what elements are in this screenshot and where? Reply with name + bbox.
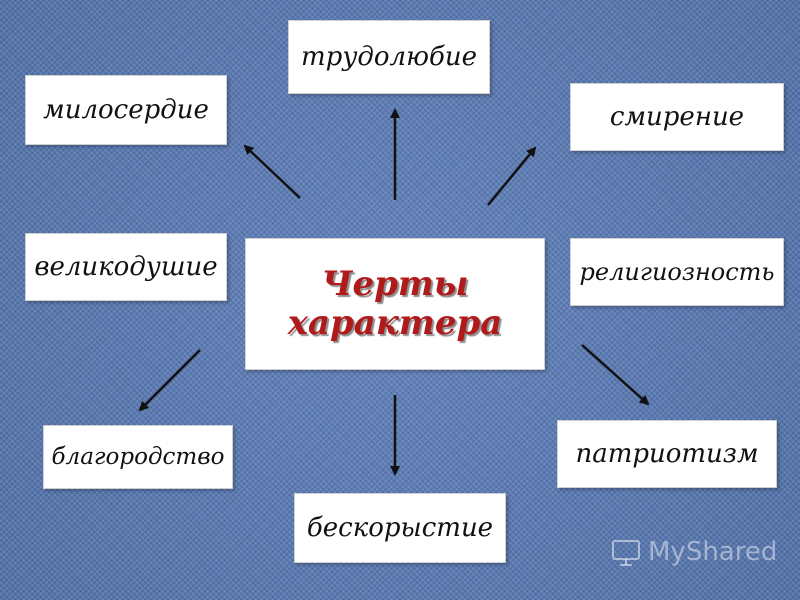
trait-box-left: великодушие bbox=[25, 233, 227, 301]
arrow-top-left bbox=[243, 144, 301, 199]
trait-label: благородство bbox=[51, 444, 225, 470]
trait-box-top: трудолюбие bbox=[288, 20, 490, 94]
arrow-bottom-left bbox=[138, 349, 201, 412]
trait-label: трудолюбие bbox=[301, 42, 477, 72]
center-title-line1: Черты bbox=[321, 263, 469, 304]
watermark: MyShared bbox=[610, 536, 777, 568]
center-box: Черты характера bbox=[245, 238, 545, 370]
trait-box-bottom-left: благородство bbox=[43, 425, 233, 489]
trait-label: смирение bbox=[609, 102, 745, 132]
trait-label: патриотизм bbox=[575, 439, 759, 469]
trait-box-top-right: смирение bbox=[570, 83, 784, 151]
arrow-top-right bbox=[487, 146, 537, 206]
trait-label: религиозность bbox=[579, 258, 775, 286]
presentation-icon bbox=[612, 540, 640, 566]
arrow-bottom-right bbox=[581, 344, 650, 406]
trait-label: бескорыстие bbox=[306, 513, 494, 543]
center-title-line2: характера bbox=[287, 303, 503, 343]
trait-box-bottom: бескорыстие bbox=[294, 493, 506, 563]
trait-box-bottom-right: патриотизм bbox=[557, 420, 777, 488]
trait-box-right: религиозность bbox=[570, 238, 784, 306]
trait-label: милосердие bbox=[43, 95, 209, 125]
trait-box-top-left: милосердие bbox=[25, 75, 227, 145]
watermark-text: MyShared bbox=[648, 537, 778, 567]
trait-label: великодушие bbox=[34, 252, 218, 282]
